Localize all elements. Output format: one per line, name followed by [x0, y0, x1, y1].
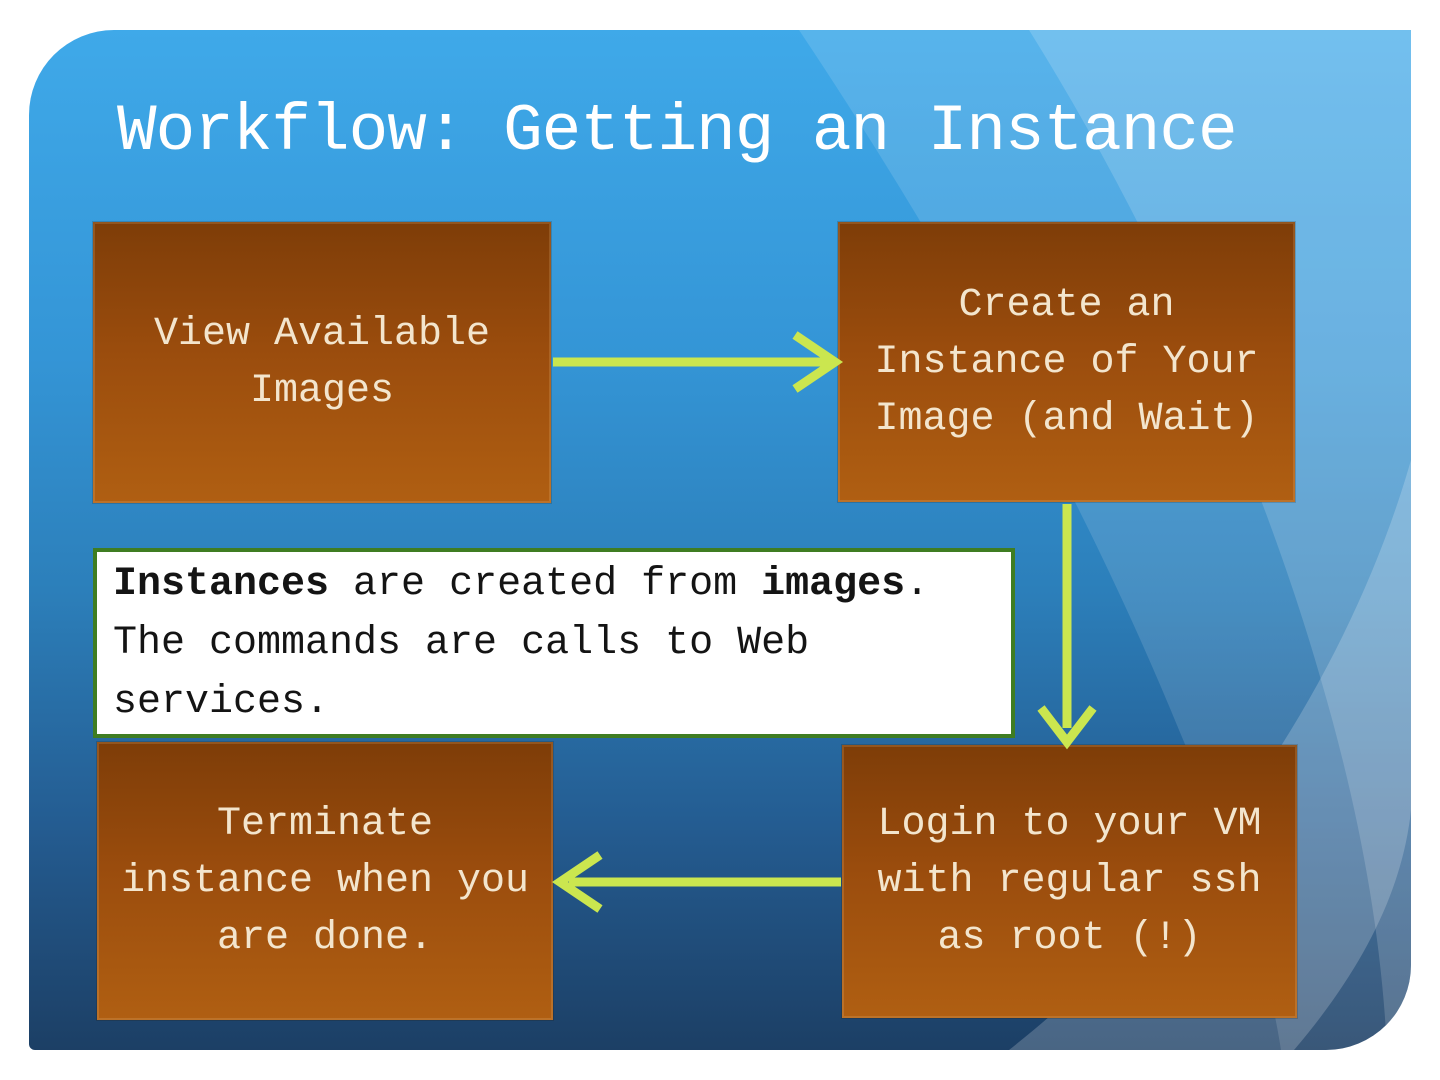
note-text-middle: are created from [329, 562, 762, 607]
note-text-images: images [761, 562, 906, 607]
arrow-view-to-create-icon [553, 331, 844, 393]
arrow-create-to-login-icon [1037, 504, 1097, 750]
arrow-login-to-terminate-icon [551, 851, 841, 913]
flow-box-login-label: Login to your VM with regular ssh as roo… [877, 802, 1262, 961]
swoosh-curve-outer [1029, 30, 1411, 1050]
flow-box-create-instance: Create an Instance of Your Image (and Wa… [838, 222, 1295, 502]
flow-box-view-images-label: View Available Images [153, 311, 491, 414]
flow-box-terminate-label: Terminate instance when you are done. [120, 801, 530, 961]
note-text-rest: . The commands are calls to Web services… [113, 562, 930, 725]
note-box: Instances are created from images. The c… [93, 548, 1015, 738]
flow-arrows-graphic [551, 331, 1097, 913]
slide-title: Workflow: Getting an Instance [117, 94, 1238, 169]
note-text-instances: Instances [113, 562, 330, 607]
flow-box-login: Login to your VM with regular ssh as roo… [842, 745, 1297, 1018]
slide: Workflow: Getting an Instance View Avail… [29, 30, 1411, 1050]
flow-box-terminate: Terminate instance when you are done. [97, 742, 553, 1020]
swoosh-curve-corner [1009, 460, 1411, 1050]
flow-box-view-images: View Available Images [93, 222, 551, 503]
flow-box-create-instance-label: Create an Instance of Your Image (and Wa… [874, 282, 1259, 442]
